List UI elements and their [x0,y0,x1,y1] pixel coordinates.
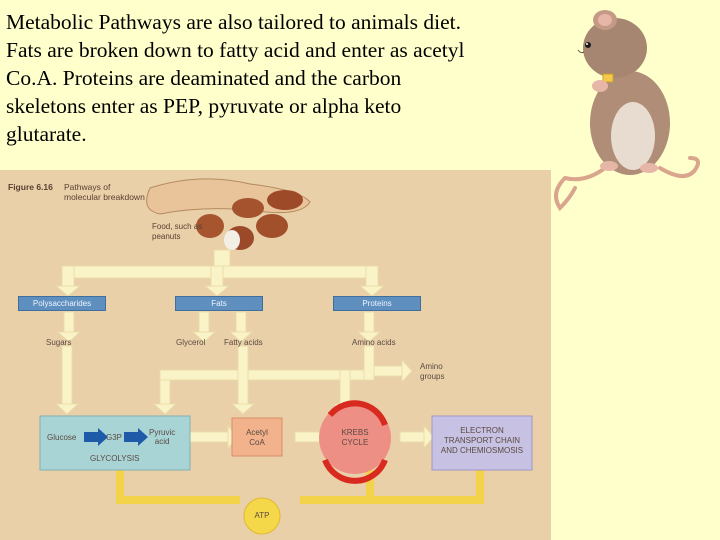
figure-caption: Pathways of molecular breakdown [64,182,164,202]
proteins-header: Proteins [333,296,421,311]
food-label: Food, such as peanuts [152,222,222,242]
amino-groups-label: Amino groups [420,362,444,382]
slide-body-text: Metabolic Pathways are also tailored to … [6,8,546,148]
etc-box [431,415,533,471]
glucose-label: Glucose [47,433,77,442]
text-line: skeletons enter as PEP, pyruvate or alph… [6,94,402,118]
peanuts-icon [146,178,311,250]
g3p-label: G3P [106,433,123,442]
acetyl-coa-label: Acetyl CoA [232,428,282,448]
amino-groups-line: groups [420,372,445,381]
acetyl-line: CoA [249,438,265,447]
text-line: Co.A. Proteins are deaminated and the ca… [6,66,402,90]
krebs-line: CYCLE [341,438,369,447]
pathways-diagram [39,178,533,535]
acetyl-coa-box [231,417,283,457]
amino-acids-label: Amino acids [352,338,396,347]
atp-flow [116,468,484,535]
krebs-cycle [319,400,391,484]
fatty-acids-label: Fatty acids [224,338,263,347]
glycolysis-box [39,415,191,471]
figure-number: Figure 6.16 [8,182,53,192]
pathways-figure: Figure 6.16 Pathways of molecular breakd… [0,170,551,540]
glycolysis-arrow [124,428,148,446]
krebs-label: KREBS CYCLE [330,428,380,448]
polysaccharides-header: Polysaccharides [18,296,106,311]
atp-label: ATP [254,511,270,520]
glycolysis-label: GLYCOLYSIS [90,454,140,463]
food-label-line: Food, such as [152,222,203,231]
etc-line: ELECTRON [460,426,504,435]
food-label-line: peanuts [152,232,181,241]
etc-line: AND CHEMIOSMOSIS [440,446,524,455]
amino-groups-line: Amino [420,362,443,371]
acetyl-line: Acetyl [246,428,268,437]
figure-caption-line: molecular breakdown [64,192,145,202]
figure-caption-line: Pathways of [64,182,111,192]
text-line: Metabolic Pathways are also tailored to … [6,10,461,34]
etc-label: ELECTRON TRANSPORT CHAIN AND CHEMIOSMOSI… [432,426,532,456]
pyruvic-line: acid [154,437,170,446]
glycerol-label: Glycerol [176,338,206,347]
text-line: glutarate. [6,122,87,146]
etc-line: TRANSPORT CHAIN [443,436,521,445]
sugars-label: Sugars [46,338,72,347]
pyruvic-line: Pyruvic [149,428,176,437]
text-line: Fats are broken down to fatty acid and e… [6,38,465,62]
mouse-illustration [554,10,701,212]
glycolysis-arrow [84,428,108,446]
fats-header: Fats [175,296,263,311]
pyruvic-acid-label: Pyruvic acid [149,428,175,446]
krebs-line: KREBS [341,428,369,437]
flow-arrows [54,249,435,450]
